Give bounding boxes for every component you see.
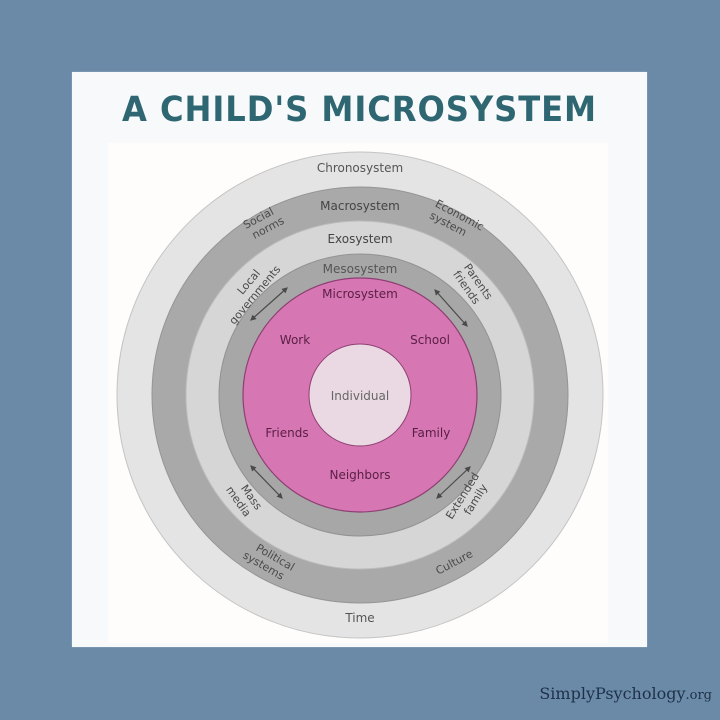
mesosystem-label: Mesosystem	[323, 262, 398, 276]
watermark: SimplyPsychology.org	[539, 684, 712, 703]
micro-item-school: School	[410, 333, 450, 347]
arrow-icon	[436, 466, 471, 499]
micro-item-work: Work	[280, 333, 310, 347]
microsystem-label: Microsystem	[322, 287, 398, 301]
arrow-icon	[434, 289, 468, 327]
arrow-icon	[250, 465, 283, 499]
macrosystem-label: Macrosystem	[320, 199, 400, 213]
ring-individual	[308, 343, 412, 447]
micro-item-neighbors: Neighbors	[329, 468, 390, 482]
watermark-name: SimplyPsychology	[539, 684, 686, 703]
micro-item-friends: Friends	[265, 426, 308, 440]
page-title: A CHILD'S MICROSYSTEM	[121, 90, 598, 130]
watermark-tld: .org	[685, 688, 713, 703]
mesosystem-arrows	[250, 287, 471, 499]
individual-label: Individual	[331, 389, 389, 403]
arrow-icon	[250, 287, 288, 321]
micro-item-family: Family	[412, 426, 451, 440]
chrono-item-time: Time	[344, 611, 374, 625]
exosystem-label: Exosystem	[327, 232, 392, 246]
chronosystem-label: Chronosystem	[317, 161, 403, 175]
